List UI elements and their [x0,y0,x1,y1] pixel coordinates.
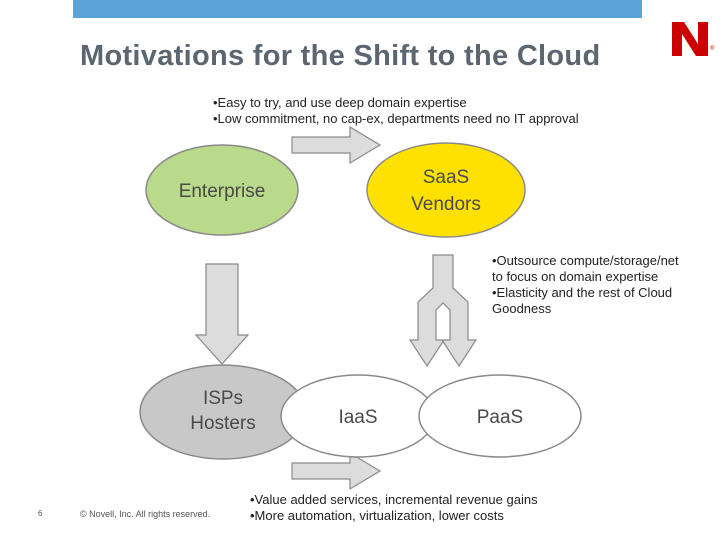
copyright-notice: © Novell, Inc. All rights reserved. [80,509,211,519]
novell-logo: ® [672,22,715,56]
arrow-hosters-bottom [291,451,382,491]
hosters-label: Hosters [190,413,255,434]
arrow-enterprise-to-isps [194,263,250,365]
enterprise-label: Enterprise [179,181,266,202]
note-line: Goodness [492,301,552,316]
note-saas-to-paas: •Outsource compute/storage/net to focus … [492,253,679,317]
note-line: •Value added services, incremental reven… [250,492,538,507]
paas-node [418,374,582,458]
note-line: to focus on domain expertise [492,269,659,284]
enterprise-node [145,144,299,236]
svg-text:®: ® [710,45,715,52]
slide-title: Motivations for the Shift to the Cloud [80,40,601,72]
saas-vendors-node [366,142,526,238]
page-number: 6 [38,509,43,518]
vendors-label: Vendors [411,194,481,215]
note-line: •Low commitment, no cap-ex, departments … [213,111,579,126]
note-enterprise-to-saas: •Easy to try, and use deep domain expert… [213,95,579,127]
note-line: •Elasticity and the rest of Cloud [492,285,673,300]
paas-label: PaaS [477,407,523,428]
note-hosters-to-iaas: •Value added services, incremental reven… [250,492,538,524]
arrow-saas-split [408,254,478,368]
isps-label: ISPs [203,388,243,409]
arrow-enterprise-to-saas [291,125,382,165]
note-line: •Easy to try, and use deep domain expert… [213,95,467,110]
iaas-label: IaaS [338,407,377,428]
note-line: •Outsource compute/storage/net [492,253,679,268]
saas-label: SaaS [423,167,469,188]
note-line: •More automation, virtualization, lower … [250,508,504,523]
top-accent-bar [73,0,642,18]
